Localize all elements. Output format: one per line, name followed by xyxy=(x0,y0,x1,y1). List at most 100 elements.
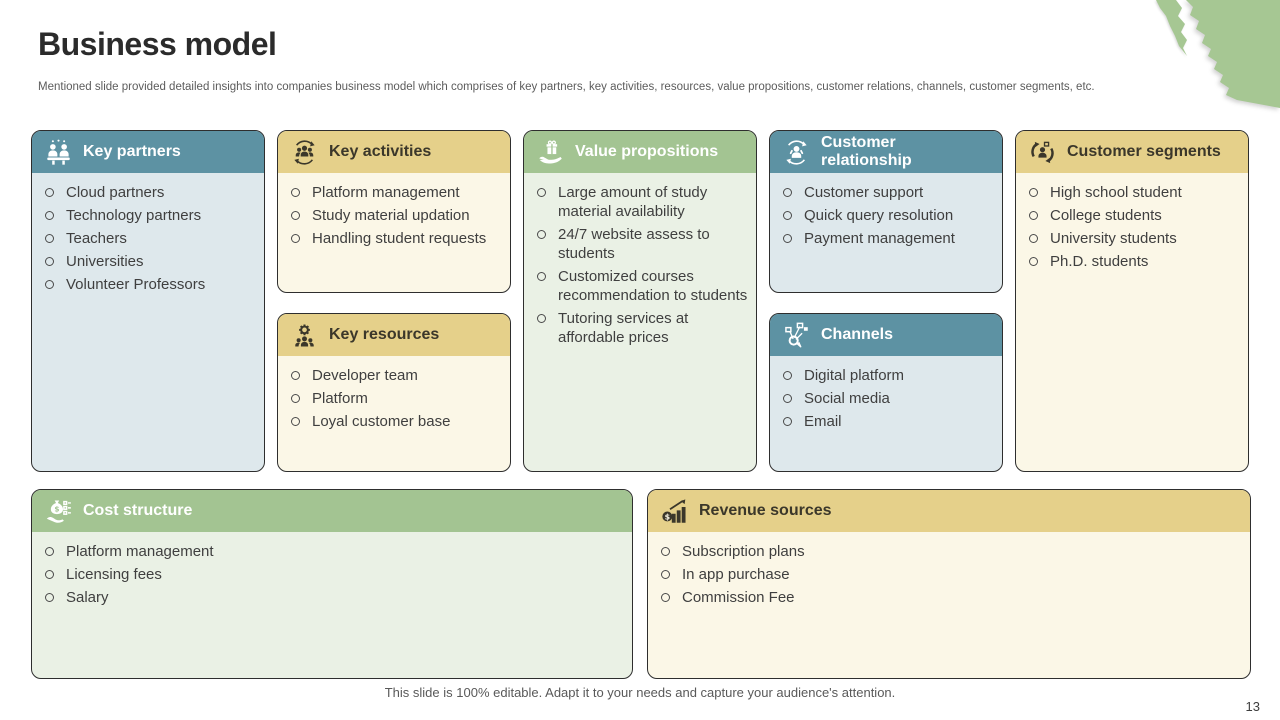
section-header: $ Cost structure xyxy=(32,490,632,532)
network-icon xyxy=(782,322,810,349)
circle-bullet-icon xyxy=(45,234,54,243)
circle-bullet-icon xyxy=(783,234,792,243)
team-gear-icon xyxy=(290,322,318,349)
list-item-text: Teachers xyxy=(66,230,127,247)
page-title: Business model xyxy=(38,26,277,62)
circle-bullet-icon xyxy=(291,234,300,243)
hand-gift-icon xyxy=(536,139,564,166)
section-header: Customer relationship xyxy=(770,131,1002,173)
page-number: 13 xyxy=(1245,699,1260,714)
list-item: Tutoring services at affordable prices xyxy=(537,309,748,347)
circle-bullet-icon xyxy=(783,417,792,426)
list-item-text: Ph.D. students xyxy=(1050,253,1149,270)
list-item-text: University students xyxy=(1050,230,1177,247)
target-person-icon xyxy=(1028,139,1056,166)
section-header: Channels xyxy=(770,314,1002,356)
circle-bullet-icon xyxy=(783,371,792,380)
section-items: Large amount of study material availabil… xyxy=(524,173,756,347)
list-item-text: Customized courses recommendation to stu… xyxy=(558,268,748,304)
list-item-text: Digital platform xyxy=(804,367,905,384)
list-item-text: Volunteer Professors xyxy=(66,276,206,293)
list-item-text: Commission Fee xyxy=(682,589,795,606)
list-item: Commission Fee xyxy=(661,588,1242,607)
list-item: Licensing fees xyxy=(45,565,624,584)
list-item: Platform management xyxy=(291,183,502,202)
page-subtitle: Mentioned slide provided detailed insigh… xyxy=(38,81,1095,93)
footer-note: This slide is 100% editable. Adapt it to… xyxy=(384,685,896,700)
circle-bullet-icon xyxy=(661,547,670,556)
list-item: College students xyxy=(1029,206,1240,225)
list-item-text: Large amount of study material availabil… xyxy=(558,184,708,220)
circle-bullet-icon xyxy=(537,230,546,239)
section-title: Customer relationship xyxy=(821,134,912,169)
list-item-text: Developer team xyxy=(312,367,418,384)
list-item: Salary xyxy=(45,588,624,607)
section-value-propositions: Value propositions Large amount of study… xyxy=(523,130,757,472)
circle-bullet-icon xyxy=(661,593,670,602)
list-item: Teachers xyxy=(45,229,256,248)
circle-bullet-icon xyxy=(783,188,792,197)
circle-bullet-icon xyxy=(45,280,54,289)
list-item: Customized courses recommendation to stu… xyxy=(537,267,748,305)
list-item: Universities xyxy=(45,252,256,271)
person-sync-icon xyxy=(782,139,810,166)
torn-paper-corner-icon xyxy=(1156,0,1280,108)
list-item: High school student xyxy=(1029,183,1240,202)
list-item: Large amount of study material availabil… xyxy=(537,183,748,221)
list-item-text: Customer support xyxy=(804,184,924,201)
section-header: Value propositions xyxy=(524,131,756,173)
list-item-text: Study material updation xyxy=(312,207,470,224)
list-item: Quick query resolution xyxy=(783,206,994,225)
list-item: Technology partners xyxy=(45,206,256,225)
section-title: Key resources xyxy=(329,326,440,343)
list-item-text: Salary xyxy=(66,589,109,606)
section-title: Key activities xyxy=(329,143,432,160)
section-header: Key activities xyxy=(278,131,510,173)
section-header: Key partners xyxy=(32,131,264,173)
circle-bullet-icon xyxy=(537,272,546,281)
list-item-text: Subscription plans xyxy=(682,543,805,560)
circle-bullet-icon xyxy=(45,257,54,266)
circle-bullet-icon xyxy=(661,570,670,579)
partners-icon xyxy=(44,139,72,166)
circle-bullet-icon xyxy=(1029,234,1038,243)
list-item: Cloud partners xyxy=(45,183,256,202)
list-item: Study material updation xyxy=(291,206,502,225)
list-item: Volunteer Professors xyxy=(45,275,256,294)
list-item-text: Social media xyxy=(804,390,890,407)
list-item-text: Platform management xyxy=(66,543,214,560)
chart-coin-icon: $ xyxy=(660,498,688,525)
list-item-text: Payment management xyxy=(804,230,955,247)
money-hand-icon: $ xyxy=(44,498,72,525)
svg-text:$: $ xyxy=(664,512,669,521)
circle-bullet-icon xyxy=(537,188,546,197)
list-item-text: Loyal customer base xyxy=(312,413,451,430)
list-item-text: Platform management xyxy=(312,184,460,201)
list-item-text: Email xyxy=(804,413,842,430)
list-item: Payment management xyxy=(783,229,994,248)
list-item-text: Licensing fees xyxy=(66,566,162,583)
circle-bullet-icon xyxy=(783,211,792,220)
section-title: Value propositions xyxy=(575,143,719,160)
list-item-text: Handling student requests xyxy=(312,230,487,247)
list-item: In app purchase xyxy=(661,565,1242,584)
circle-bullet-icon xyxy=(291,371,300,380)
circle-bullet-icon xyxy=(783,394,792,403)
circle-bullet-icon xyxy=(45,570,54,579)
list-item: Social media xyxy=(783,389,994,408)
section-title: Cost structure xyxy=(83,502,193,519)
list-item-text: Platform xyxy=(312,390,368,407)
circle-bullet-icon xyxy=(45,211,54,220)
list-item: Loyal customer base xyxy=(291,412,502,431)
section-title: Customer segments xyxy=(1067,143,1221,160)
